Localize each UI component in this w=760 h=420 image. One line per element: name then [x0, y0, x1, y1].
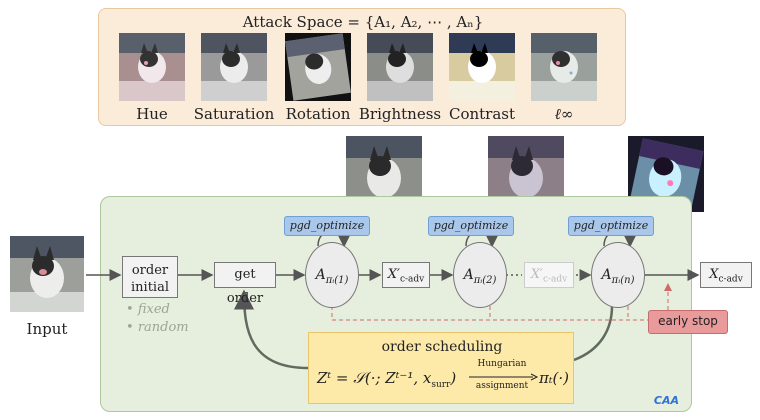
x-cadv-prime-box-1: X′c-adv	[382, 262, 430, 288]
assignment-label: assignment	[475, 381, 529, 391]
attack-node-1: Aπᵢ(1)	[305, 242, 359, 308]
order-initial-label: order initial	[131, 263, 169, 295]
linf-label: ℓ∞	[554, 105, 574, 123]
x-cadv-output-box: Xc-adv	[700, 262, 752, 288]
contrast-label: Contrast	[448, 105, 516, 123]
brightness-label: Brightness	[358, 105, 442, 123]
assignment-arrow	[469, 373, 539, 381]
pgd-optimize-label-2: pgd_optimize	[428, 216, 514, 236]
scheduling-formula-left: Zᵗ = 𝒮(·; Zᵗ⁻¹, xsurr)	[317, 369, 457, 390]
attack-space-panel: Attack Space = {A₁, A₂, ⋯ , Aₙ} Hue Satu…	[98, 8, 626, 126]
x-cadv-prime-box-faded: X′c-adv	[524, 262, 574, 288]
order-initial-box: order initial	[122, 256, 178, 298]
saturation-label: Saturation	[193, 105, 275, 123]
get-order-box: get order	[214, 262, 276, 306]
hungarian-label: Hungarian	[477, 359, 527, 369]
contrast-thumbnail	[449, 33, 515, 101]
hue-label: Hue	[136, 105, 168, 123]
saturation-thumbnail	[201, 33, 267, 101]
pgd-optimize-label-1: pgd_optimize	[284, 216, 370, 236]
rotation-label: Rotation	[285, 105, 351, 123]
linf-thumbnail	[531, 33, 597, 101]
init-option-fixed: • fixed	[126, 302, 170, 317]
attack-node-2: Aπᵢ(2)	[453, 242, 507, 308]
input-image	[10, 236, 84, 312]
attack-space-title: Attack Space = {A₁, A₂, ⋯ , Aₙ}	[242, 13, 484, 31]
order-scheduling-title: order scheduling	[381, 339, 503, 355]
early-stop-badge: early stop	[648, 310, 728, 334]
rotation-thumbnail	[285, 33, 351, 101]
hue-thumbnail	[119, 33, 185, 101]
input-label: Input	[26, 320, 68, 338]
scheduling-formula-right: πₜ(·)	[539, 369, 570, 387]
pgd-optimize-label-3: pgd_optimize	[568, 216, 654, 236]
brightness-thumbnail	[367, 33, 433, 101]
init-option-random: • random	[126, 320, 189, 335]
attack-node-n: Aπᵢ(n)	[591, 242, 645, 308]
caa-label: CAA	[653, 394, 679, 407]
order-scheduling-box: order scheduling Zᵗ = 𝒮(·; Zᵗ⁻¹, xsurr) …	[308, 332, 574, 404]
get-order-label: get order	[226, 267, 264, 306]
